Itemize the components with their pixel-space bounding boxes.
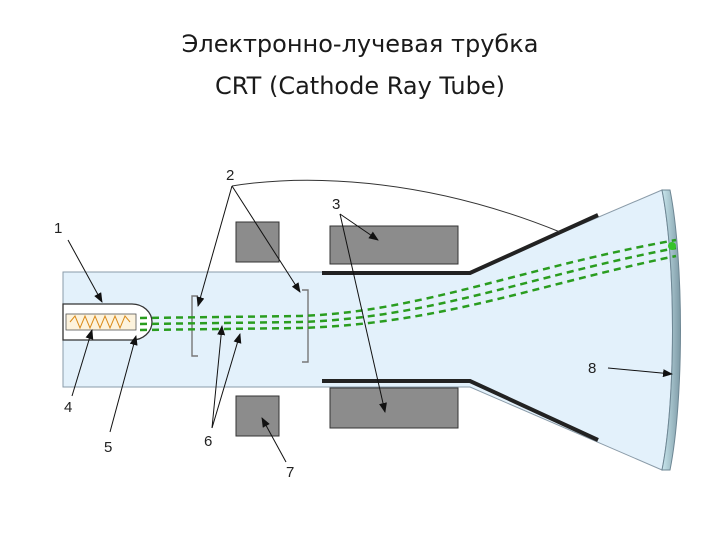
label-6: 6 xyxy=(204,433,212,450)
anode-2 xyxy=(302,289,309,363)
label-8: 8 xyxy=(588,360,596,377)
label-5: 5 xyxy=(104,439,112,456)
deflection-plate-bottom-left xyxy=(235,395,280,437)
electron-beam-upper xyxy=(139,238,677,320)
label-1: 1 xyxy=(54,220,62,237)
electron-beam-lower xyxy=(139,254,677,332)
title-line-2: CRT (Cathode Ray Tube) xyxy=(214,72,505,100)
leader-2-curve xyxy=(231,179,561,233)
deflection-plate-top-left xyxy=(235,221,280,263)
title-line-1: Электронно-лучевая трубка xyxy=(181,30,539,58)
label-7: 7 xyxy=(286,464,294,481)
fluorescent-screen xyxy=(661,189,681,471)
coating-bottom xyxy=(322,379,599,442)
beam-spot xyxy=(668,242,676,250)
coating-top xyxy=(322,213,599,275)
leader-arrows xyxy=(67,185,673,463)
label-3: 3 xyxy=(332,196,340,213)
deflection-coil-top xyxy=(329,225,459,265)
label-2: 2 xyxy=(226,167,234,184)
label-4: 4 xyxy=(64,399,72,416)
heater-filament-box xyxy=(65,313,137,331)
heater-filament xyxy=(69,314,131,330)
deflection-coil-bottom xyxy=(329,387,459,429)
anode-1 xyxy=(191,295,198,357)
electron-beam-middle xyxy=(139,246,677,326)
